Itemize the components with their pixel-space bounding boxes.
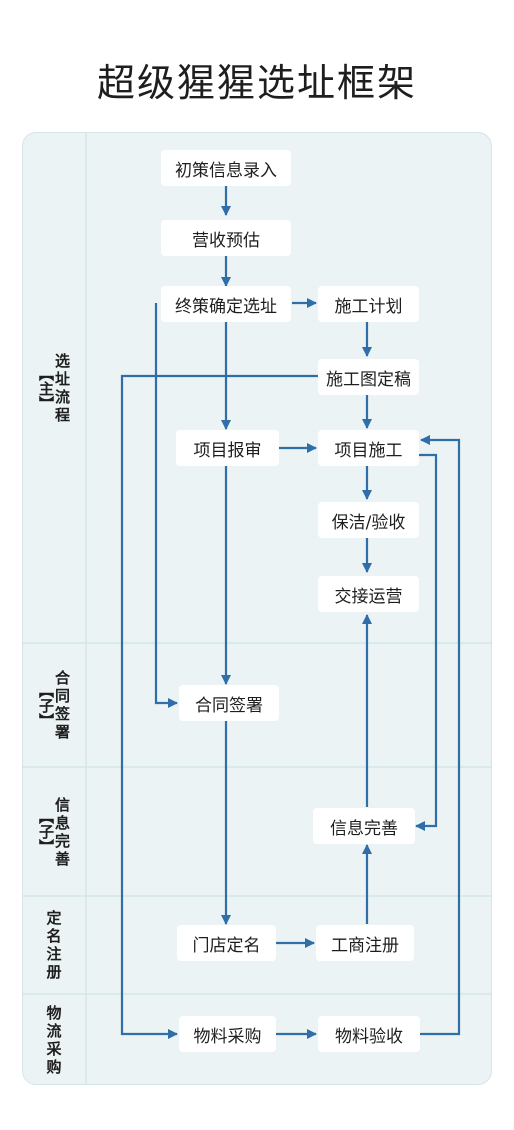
arrow-drawing-to-purchase	[120, 374, 318, 1039]
lane-label-contract: 【子】 合 同 签 署	[22, 643, 86, 767]
node-business-registration: 工商注册	[316, 925, 414, 961]
lane-char: 定	[46, 909, 62, 927]
lane-label-naming: 定 名 注 册	[22, 896, 86, 994]
node-project-construction: 项目施工	[318, 430, 419, 466]
node-store-naming: 门店定名	[177, 925, 276, 961]
node-cleaning-inspection: 保洁/验收	[318, 502, 419, 538]
lane-char: 息	[54, 813, 70, 832]
lane-char: 署	[54, 723, 70, 741]
arrow-final-to-contract	[154, 303, 178, 708]
lane-char: 册	[46, 963, 62, 981]
lane-char: 采	[46, 1039, 62, 1058]
lane-char: 购	[46, 1057, 62, 1076]
lane-char: 址	[54, 370, 70, 388]
lane-char: 善	[54, 849, 70, 868]
lane-char: 流	[46, 1021, 62, 1040]
lane-char: 选	[54, 352, 70, 370]
lane-char: 物	[46, 1003, 62, 1022]
lane-tag: 【子】	[36, 682, 55, 728]
lane-tag: 【子】	[36, 809, 55, 854]
lane-char: 程	[54, 406, 70, 424]
node-handover-operation: 交接运营	[318, 576, 419, 612]
lane-char: 完	[54, 831, 70, 850]
lane-char: 同	[54, 687, 70, 705]
node-construction-drawing: 施工图定稿	[318, 359, 419, 395]
node-contract-signing: 合同签署	[179, 685, 279, 721]
lane-char: 合	[54, 669, 70, 687]
lane-label-purchase: 物 流 采 购	[22, 994, 86, 1085]
node-initial-policy: 初策信息录入	[161, 150, 291, 186]
lane-char: 注	[46, 945, 62, 963]
node-info-completion: 信息完善	[313, 808, 415, 844]
node-final-site: 终策确定选址	[161, 286, 291, 322]
lane-char: 签	[54, 705, 70, 723]
node-material-acceptance: 物料验收	[318, 1016, 420, 1052]
lane-label-site-selection: 【主】 选 址 流 程	[22, 133, 86, 643]
page-title: 超级猩猩选址框架	[96, 61, 417, 105]
lane-tag: 【主】	[36, 365, 55, 411]
node-construction-plan: 施工计划	[318, 286, 419, 322]
lane-label-info: 【子】 信 息 完 善	[22, 767, 86, 896]
lane-char: 名	[46, 927, 62, 945]
lane-char: 流	[54, 388, 70, 406]
node-revenue-estimate: 营收预估	[161, 220, 291, 256]
node-project-review: 项目报审	[176, 430, 279, 466]
lane-dividers	[22, 133, 492, 1084]
node-material-purchase: 物料采购	[179, 1016, 276, 1052]
arrow-construction-to-info	[415, 453, 438, 831]
arrow-acceptance-to-construction	[420, 435, 461, 1036]
lane-char: 信	[54, 795, 70, 814]
